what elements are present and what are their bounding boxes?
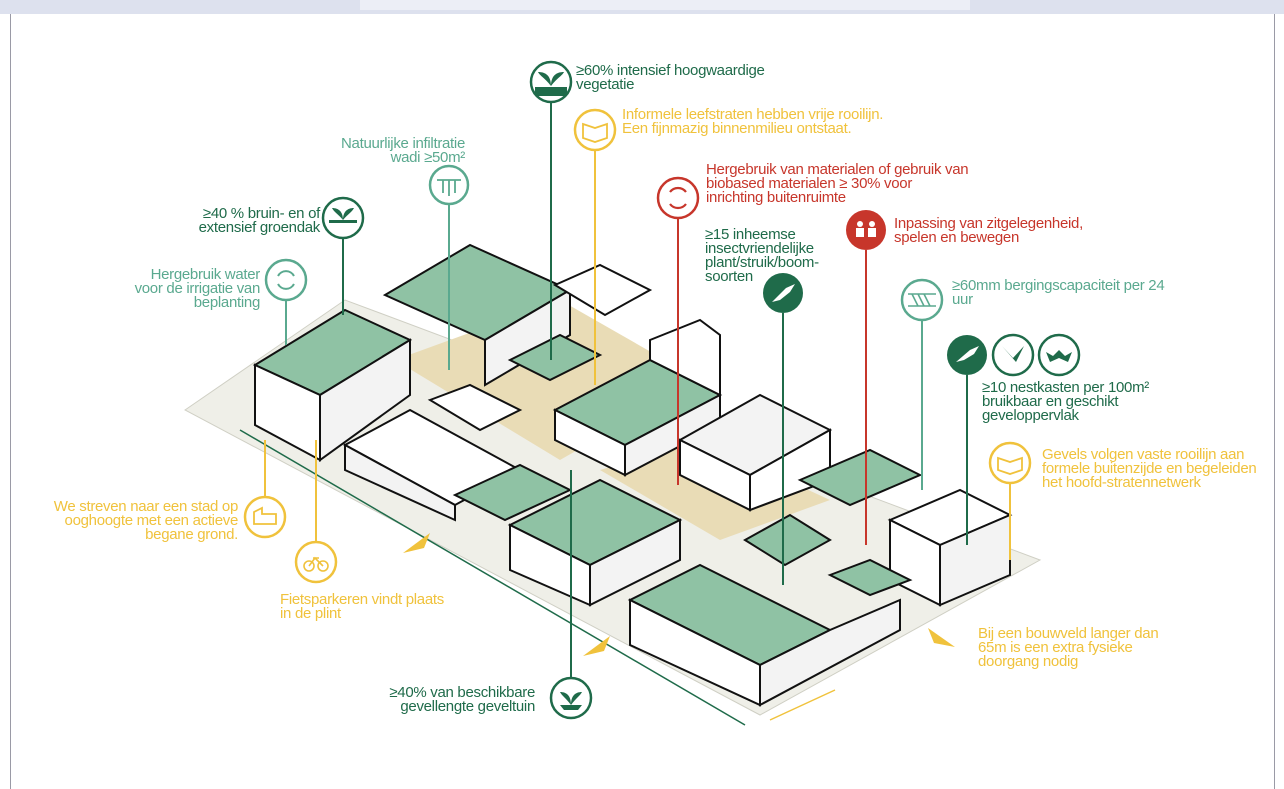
top-bar [0,0,1284,14]
label-facade-garden: ≥40% van beschikbare gevellengte geveltu… [389,684,535,715]
building-block-middle [507,318,723,477]
leaf-icon [529,60,573,104]
label-green-roof: ≥40 % bruin- en of extensief groendak [198,205,321,236]
infiltration-icon [428,164,470,206]
label-infiltration: Natuurlijke infiltratie wadi ≥50m² [341,135,465,166]
yellow-arrow [928,628,955,647]
recycle-icon [656,176,700,220]
label-bike-parking: Fietsparkeren vindt plaats in de plint [280,591,444,622]
label-vegetation: ≥60% intensief hoogwaardige vegetatie [576,62,765,93]
yellow-arrow [403,533,430,553]
book-icon [573,108,617,152]
yellow-arrow [583,636,610,656]
building-block-north [382,243,653,387]
bicycle-icon [294,540,338,584]
building-block-west [252,308,413,462]
label-water-reuse: Hergebruik water voor de irrigatie van b… [134,266,261,311]
building-block-southeast [627,513,901,707]
building-row-west [342,383,523,522]
label-eye-level: We streven naar een stad op ooghoogte me… [53,498,239,543]
people-icon [846,210,886,250]
label-reuse-materials: Hergebruik van materialen of gebruik van… [706,161,969,206]
bat-icon [1037,333,1081,377]
street-line [769,689,836,721]
label-informal-streets: Informele leefstraten hebben vrije rooil… [622,106,884,137]
bird-icon [947,335,987,375]
label-passage: Bij een bouwveld langer dan 65m is een e… [978,625,1159,670]
plant-icon [549,676,593,720]
swallow-icon [991,333,1035,377]
left-border [10,14,11,789]
building-block-east [797,448,1013,607]
open-book-icon [988,441,1032,485]
sprout-icon [321,196,365,240]
storefront-icon [243,495,287,539]
bird-icon [763,273,803,313]
building-block-hall [677,393,833,512]
label-facades: Gevels volgen vaste rooilijn aan formele… [1042,446,1257,491]
top-bar-tab [360,0,970,10]
label-native-plants: ≥15 inheemse insectvriendelijke plant/st… [705,226,819,285]
label-seating: Inpassing van zitgelegenheid, spelen en … [894,215,1083,246]
label-storage: ≥60mm bergingscapaciteit per 24 uur [952,277,1165,308]
refresh-icon [264,258,308,302]
grid-icon [900,278,944,322]
street-line [239,429,746,726]
label-nest-boxes: ≥10 nestkasten per 100m² bruikbaar en ge… [982,379,1149,424]
right-border [1274,14,1275,789]
